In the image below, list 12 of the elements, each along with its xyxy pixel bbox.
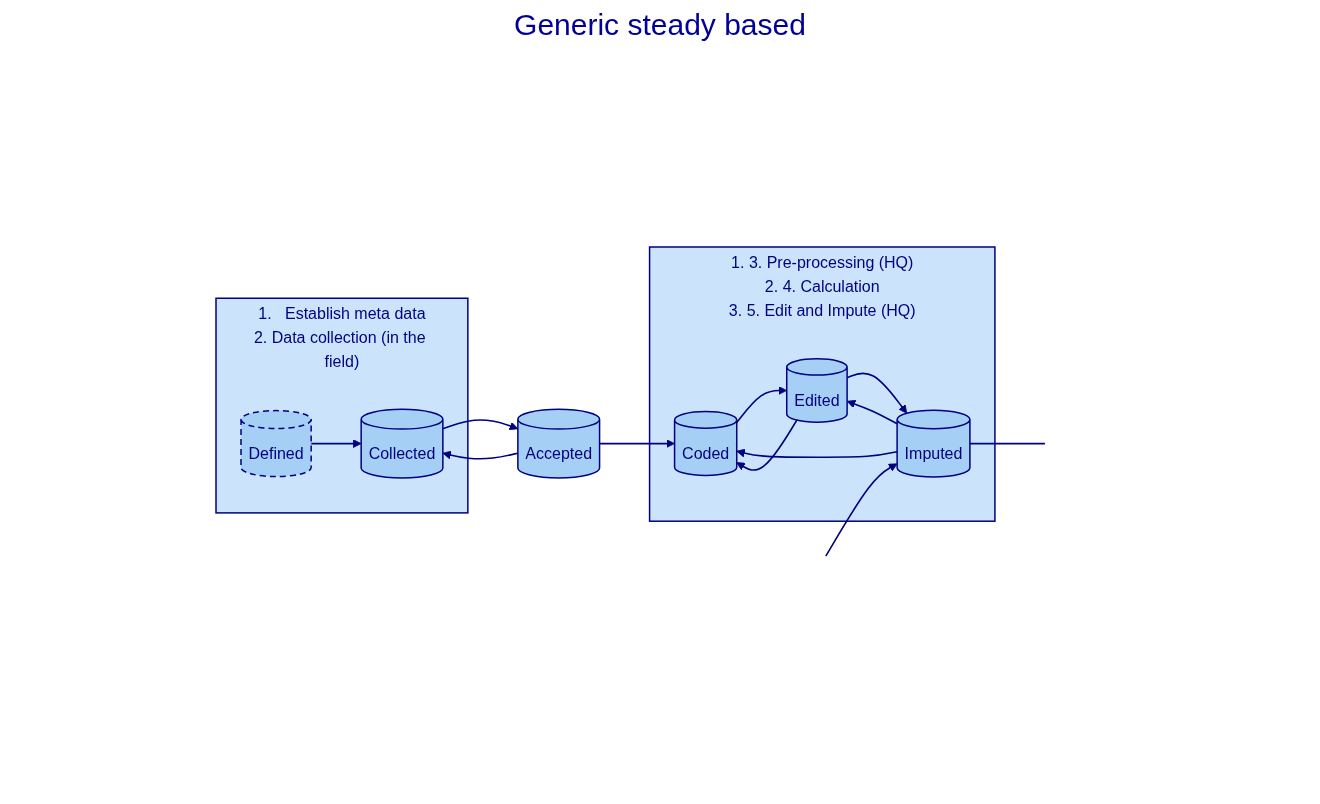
arrow — [735, 419, 798, 472]
arrow — [309, 439, 362, 449]
arrow — [441, 419, 518, 431]
arrow — [598, 439, 675, 449]
arrow — [846, 400, 898, 425]
arrow — [442, 451, 519, 460]
arrow — [735, 449, 898, 459]
connector — [968, 443, 1046, 445]
arrow — [824, 463, 898, 558]
arrow — [845, 372, 907, 415]
title: Generic steady based — [513, 8, 807, 42]
arrow — [735, 386, 787, 424]
